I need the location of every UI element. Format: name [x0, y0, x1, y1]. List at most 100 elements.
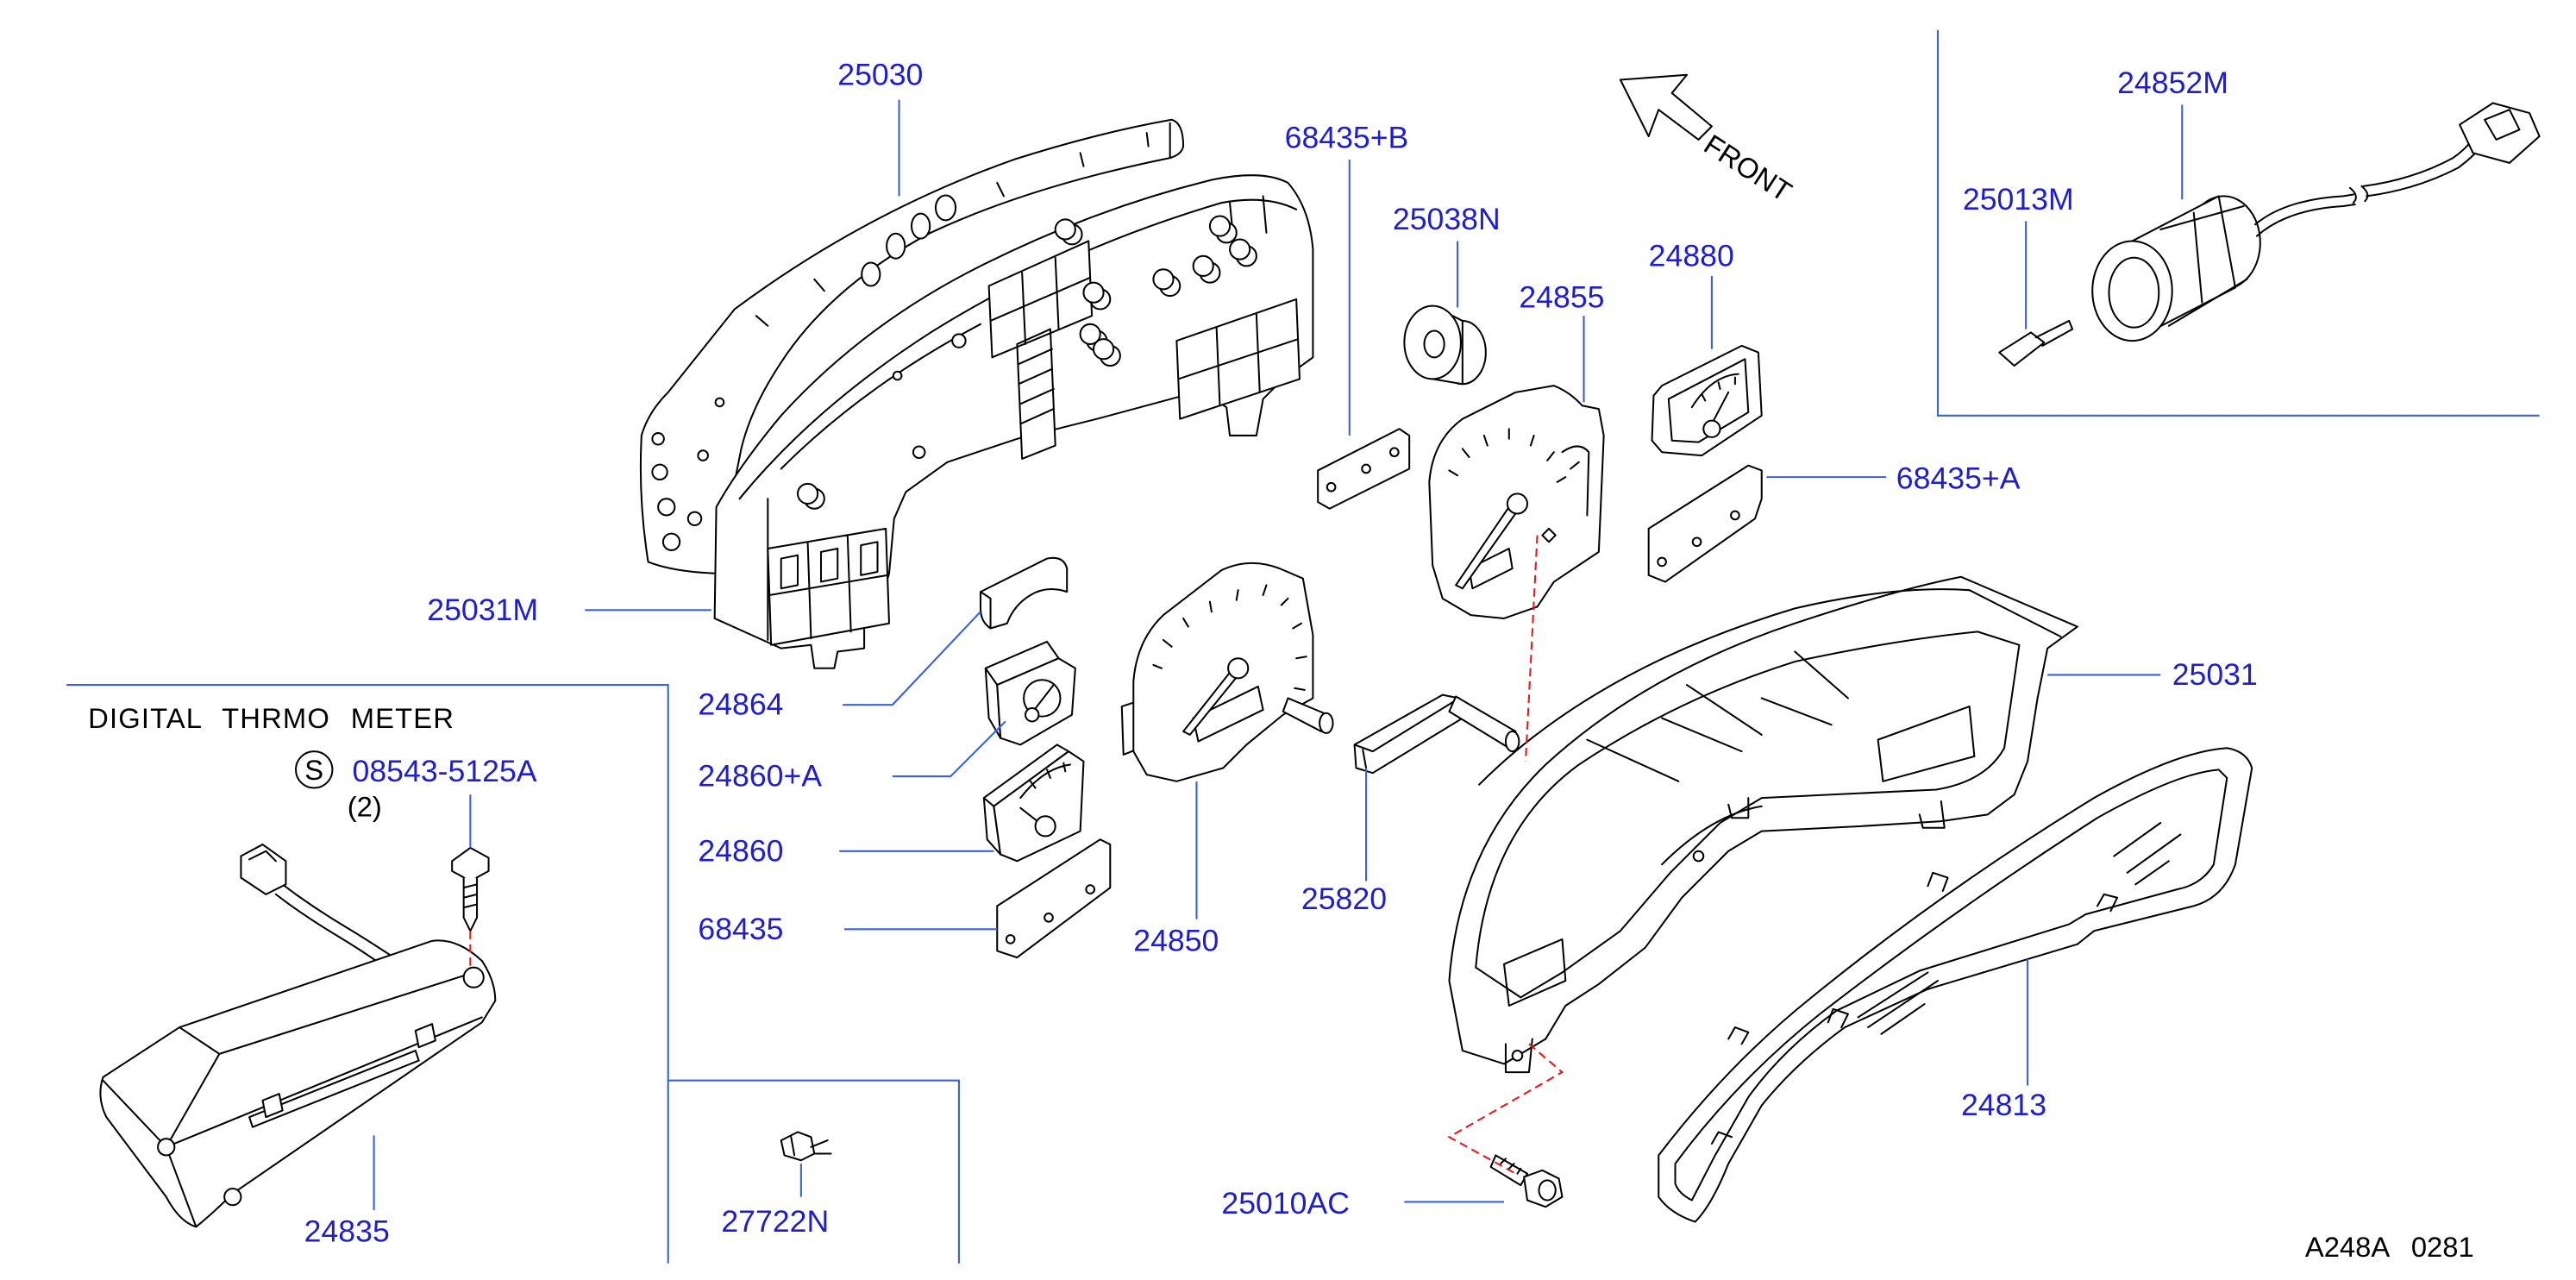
shaft-end	[1319, 712, 1334, 734]
part-label-25038n: 25038N	[1393, 202, 1501, 236]
connector-block-right	[1175, 298, 1301, 420]
alignment-line	[1525, 535, 1539, 762]
back-plate-outline	[639, 118, 1185, 574]
alignment-line	[1447, 1043, 1564, 1175]
plate-hole	[911, 212, 931, 240]
housing-hole	[892, 370, 903, 381]
speedometer-display	[1192, 685, 1264, 743]
bulb-socket	[1229, 238, 1251, 260]
part-24864-drawing	[979, 556, 1069, 630]
bulb-socket	[1082, 281, 1105, 304]
small-gauge-face	[1667, 358, 1750, 443]
part-24835-drawing	[99, 844, 497, 1228]
printed-circuit-plate	[1647, 464, 1763, 583]
plate-hole	[657, 498, 676, 517]
plate-hole	[1085, 884, 1096, 894]
part-label-25820: 25820	[1301, 882, 1387, 916]
grommet-hole	[1423, 329, 1445, 359]
section-title: DIGITAL THRMO METER	[88, 702, 454, 734]
part-label-25031: 25031	[2172, 657, 2258, 692]
quantity-note: (2)	[348, 790, 382, 822]
screw-head	[1523, 1169, 1564, 1208]
mount-hole	[157, 1138, 176, 1157]
bulb-socket	[796, 482, 819, 505]
part-68435b-drawing	[1317, 428, 1411, 510]
diagram-code: A248A 0281	[2305, 1231, 2474, 1263]
part-label-25010ac: 25010AC	[1221, 1186, 1350, 1220]
screw-shank	[462, 876, 479, 932]
part-number-labels: 25030 68435+B 25038N 24855 24880 24852M …	[304, 57, 2258, 1248]
thermometer-cable	[274, 883, 400, 972]
plate-hole	[1044, 913, 1054, 923]
gauge-housing-front	[993, 750, 1085, 863]
connector-block-center	[987, 240, 1094, 460]
part-25820-drawing	[1353, 693, 1520, 775]
housing-hole	[912, 445, 926, 459]
bezel-dividers	[1503, 650, 1976, 1007]
plate-hole	[934, 194, 957, 222]
housing-hole	[951, 333, 967, 348]
part-27722n-drawing	[780, 1131, 832, 1162]
part-24860a-drawing	[984, 640, 1076, 746]
printed-circuit-plate	[996, 838, 1112, 959]
part-label-24855: 24855	[1519, 280, 1604, 315]
part-68435a-drawing	[1647, 464, 1763, 583]
plate-hole	[861, 261, 881, 287]
part-68435-drawing	[996, 838, 1112, 959]
sensor-connector	[2459, 102, 2541, 164]
part-24855-drawing	[1428, 385, 1605, 619]
plate-hole	[1005, 934, 1016, 944]
gauge-ticks	[1448, 428, 1590, 517]
plate-hole	[661, 532, 681, 551]
plate-hole	[1730, 510, 1740, 521]
part-label-24813: 24813	[1961, 1088, 2046, 1122]
mount-hole	[223, 1187, 242, 1207]
plate-hole	[886, 232, 906, 260]
bezel-hole	[1692, 850, 1705, 863]
part-25013m-drawing	[1998, 319, 2074, 367]
part-label-27722n: 27722N	[721, 1204, 829, 1239]
leader-line-24860a	[892, 720, 1006, 778]
small-gauge-housing	[1651, 344, 1763, 457]
bezel-rim	[1478, 588, 2062, 786]
part-25031-drawing	[1448, 575, 2078, 1074]
plate-hole	[1691, 536, 1702, 548]
screw-head	[451, 846, 490, 882]
standard-part-marker-circle	[295, 750, 334, 789]
standard-part-marker: S	[304, 754, 323, 786]
part-label-68435a: 68435+A	[1896, 461, 2021, 496]
lens-outline	[1658, 747, 2253, 1223]
thermometer-display-slot	[248, 1050, 420, 1128]
annotations: DIGITAL THRMO METER S (2) A248A 0281	[88, 702, 2474, 1263]
speed-sensor-box	[1936, 29, 2540, 417]
sensor-ribs	[2159, 204, 2248, 327]
plate-hole	[697, 449, 709, 461]
front-direction-arrow-icon	[1619, 73, 1713, 141]
thermometer-tab	[261, 1023, 436, 1119]
gauge-ticks	[1019, 762, 1072, 827]
part-label-24880: 24880	[1649, 238, 1734, 273]
part-24880-drawing	[1651, 344, 1763, 457]
speedometer-ticks	[1152, 584, 1307, 691]
plate-hole	[1657, 556, 1667, 568]
sensor-bore	[2108, 256, 2160, 329]
bulb-socket	[1054, 218, 1076, 241]
part-label-24850: 24850	[1133, 923, 1219, 957]
plate-hole	[1361, 463, 1371, 474]
socket-shaft	[1448, 695, 1517, 750]
bulb-socket	[1079, 323, 1101, 345]
lens-glare	[1857, 821, 2182, 1035]
part-24850-drawing	[1120, 562, 1334, 782]
part-25010ac-drawing	[1489, 1154, 1564, 1208]
alignment-lines	[469, 535, 1564, 1175]
plate-hole	[651, 463, 668, 481]
part-25030-drawing	[639, 118, 1185, 574]
gauge-display	[1468, 547, 1514, 590]
gauge-knob	[1025, 707, 1040, 723]
part-label-08543-5125a: 08543-5125A	[353, 754, 537, 788]
clip-outline	[780, 1131, 832, 1162]
part-24852m-drawing	[2091, 102, 2541, 342]
bulb-socket	[1192, 254, 1214, 277]
part-label-24860: 24860	[698, 833, 783, 868]
